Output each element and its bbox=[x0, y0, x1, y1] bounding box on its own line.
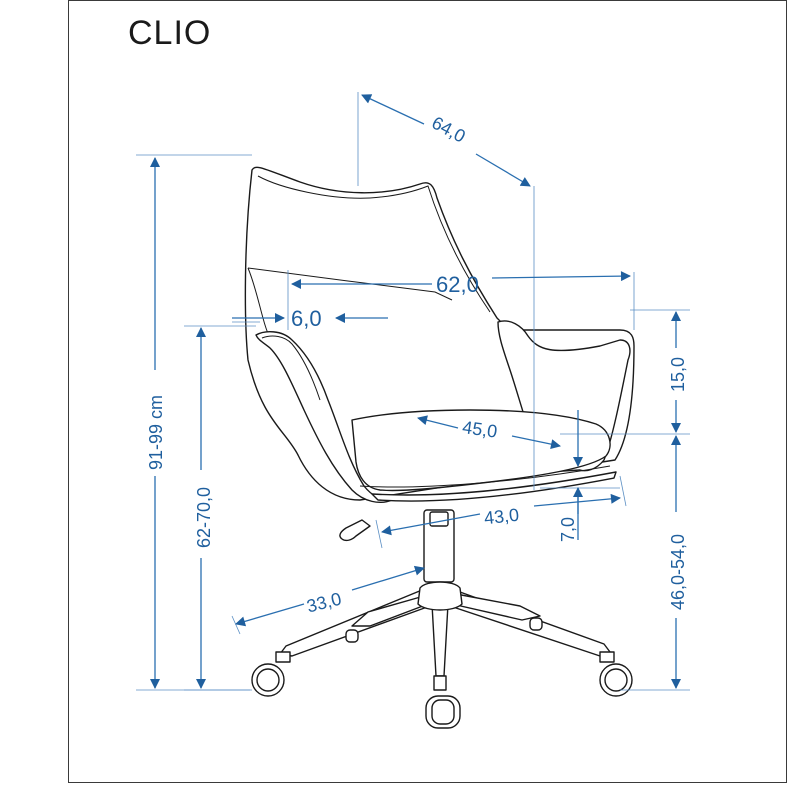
seat-cushion bbox=[351, 409, 611, 492]
dim-seat-depth: 45,0 bbox=[461, 417, 498, 442]
product-title: CLIO bbox=[128, 14, 212, 52]
dim-backrest-upper: 15,0 bbox=[668, 357, 688, 392]
chair-drawing bbox=[244, 166, 635, 729]
dim-seat-thickness: 7,0 bbox=[558, 517, 578, 542]
height-lever bbox=[339, 519, 371, 542]
caster-right bbox=[599, 651, 633, 697]
dim-seat-front: 43,0 bbox=[483, 505, 520, 529]
dim-width: 62,0 bbox=[436, 272, 479, 297]
caster-front bbox=[425, 675, 461, 729]
dim-depth-diagonal: 64,0 bbox=[428, 112, 468, 146]
caster-left bbox=[251, 651, 291, 697]
dim-arm-height: 62-70,0 bbox=[194, 487, 214, 548]
dim-seat-height: 46,0-54,0 bbox=[668, 534, 688, 610]
dim-arm-width: 6,0 bbox=[291, 306, 322, 331]
dim-total-height: 91-99 cm bbox=[146, 395, 166, 470]
dim-base-radius: 33,0 bbox=[305, 589, 344, 617]
base-hub bbox=[417, 581, 463, 611]
dimension-lines bbox=[136, 92, 690, 691]
caster-back-left bbox=[345, 629, 359, 643]
caster-back-right bbox=[529, 617, 543, 631]
base-leg-front bbox=[431, 603, 449, 677]
